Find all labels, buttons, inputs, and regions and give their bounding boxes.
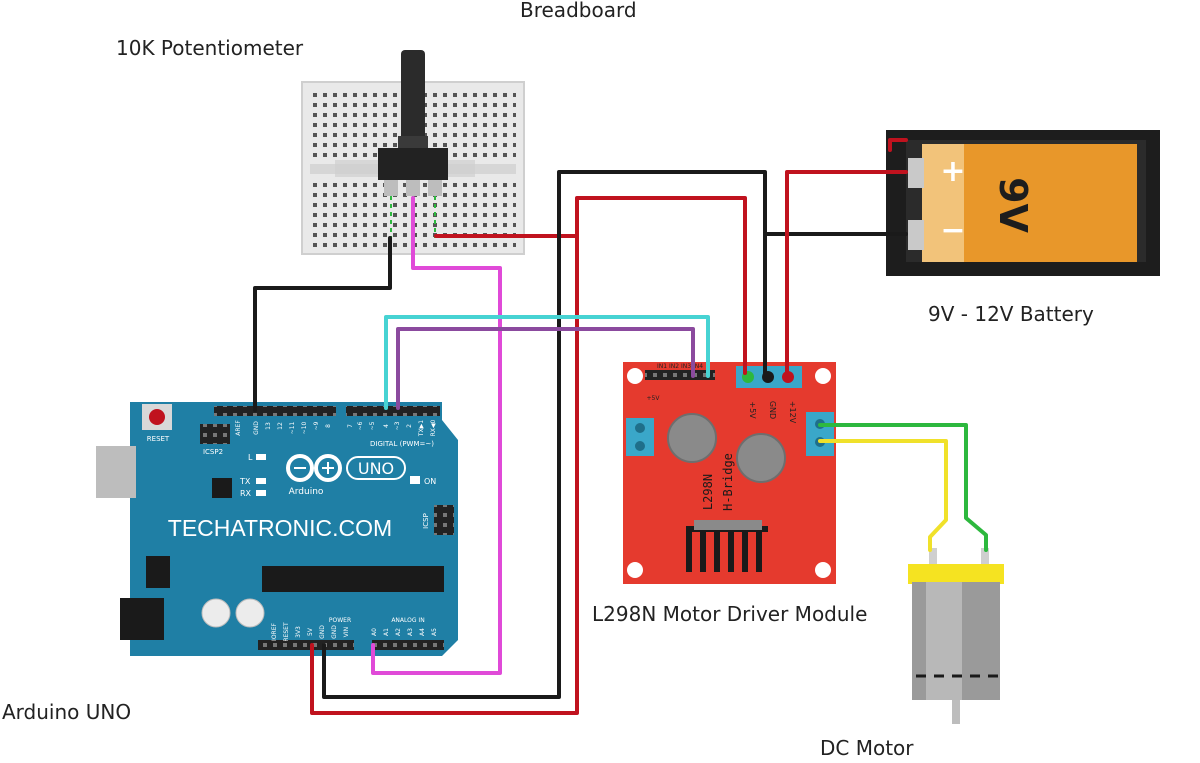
dc-motor bbox=[908, 548, 1004, 724]
gnd2-label: GND bbox=[331, 625, 338, 639]
wire-pot-wiper-a0 bbox=[371, 196, 502, 675]
wire-d3-en bbox=[396, 327, 695, 410]
driver-5v-label: +5V bbox=[748, 401, 757, 419]
arduino-board: RESET ICSP2 AREF GND 13 12 ~11 ~10 ~9 8 … bbox=[96, 402, 458, 656]
icsp2-label: ICSP2 bbox=[203, 448, 223, 456]
a5-label: A5 bbox=[431, 628, 438, 636]
d9-label: ~9 bbox=[313, 421, 320, 430]
digital-label: DIGITAL (PWM=~) bbox=[370, 440, 434, 448]
led-on-label: ON bbox=[424, 477, 436, 486]
a4-label: A4 bbox=[419, 628, 426, 636]
a3-label: A3 bbox=[407, 628, 414, 636]
d6-label: ~6 bbox=[357, 421, 364, 430]
d4-label: 4 bbox=[383, 424, 390, 428]
driver-hbridge-label: H-Bridge bbox=[721, 453, 735, 511]
arduino-logo-text: Arduino bbox=[289, 487, 324, 497]
driver-chip-label: L298N bbox=[701, 474, 715, 510]
led-l-label: L bbox=[248, 453, 253, 462]
wire-gnd-driver bbox=[322, 170, 767, 699]
breadboard-label: Breadboard bbox=[520, 0, 637, 22]
wire-d4-in bbox=[384, 315, 710, 410]
vin-label: VIN bbox=[343, 627, 350, 637]
driver-label: L298N Motor Driver Module bbox=[592, 602, 868, 626]
battery: + − 9V bbox=[886, 130, 1160, 276]
potentiometer-label: 10K Potentiometer bbox=[116, 36, 304, 60]
potentiometer bbox=[335, 50, 475, 238]
led-tx-label: TX bbox=[239, 477, 251, 486]
d8-label: 8 bbox=[325, 424, 332, 428]
motor-label: DC Motor bbox=[820, 736, 914, 760]
board-brand-text: TECHATRONIC.COM bbox=[168, 515, 392, 541]
wire-motor-green bbox=[818, 423, 988, 552]
arduino-label: Arduino UNO bbox=[2, 700, 132, 724]
d13-label: 13 bbox=[265, 422, 272, 430]
tx1-label: TX▶1 bbox=[418, 420, 425, 437]
a2-label: A2 bbox=[395, 628, 402, 636]
d11-label: ~11 bbox=[289, 421, 296, 434]
gnd1-label: GND bbox=[319, 625, 326, 639]
analog-in-label: ANALOG IN bbox=[391, 617, 424, 624]
aref-label: AREF bbox=[235, 420, 242, 436]
battery-voltage-mark: 9V bbox=[991, 177, 1035, 233]
rx0-label: RX◀0 bbox=[430, 419, 437, 436]
driver-12v-label: +12V bbox=[788, 401, 797, 424]
d10-label: ~10 bbox=[301, 421, 308, 434]
a1-label: A1 bbox=[383, 628, 390, 636]
ioref-label: IOREF bbox=[271, 623, 278, 641]
a0-label: A0 bbox=[371, 628, 378, 636]
gnd-top-label: GND bbox=[253, 421, 260, 435]
arduino-logo-icon bbox=[286, 454, 342, 482]
battery-label: 9V - 12V Battery bbox=[928, 302, 1094, 326]
motor-driver-board: IN1 IN2 IN3 IN4 +5V +5V GND +12V L298N H… bbox=[623, 362, 836, 584]
d2-label: 2 bbox=[406, 424, 413, 428]
driver-gnd-label: GND bbox=[768, 401, 777, 419]
d7-label: 7 bbox=[347, 424, 354, 428]
icsp-label: ICSP bbox=[422, 513, 430, 529]
wire-battery-positive bbox=[785, 170, 908, 375]
wire-battery-clip bbox=[888, 138, 908, 152]
d5-label: ~5 bbox=[369, 421, 376, 430]
led-rx-label: RX bbox=[240, 489, 252, 498]
wire-5v-driver bbox=[310, 196, 747, 715]
driver-5v-small-label: +5V bbox=[647, 395, 661, 402]
power-label: POWER bbox=[329, 617, 351, 624]
d12-label: 12 bbox=[277, 422, 284, 430]
battery-minus-sign: − bbox=[940, 213, 965, 248]
reset-button-icon bbox=[149, 409, 165, 425]
reset-pin-label: RESET bbox=[283, 622, 290, 642]
battery-plus-sign: + bbox=[940, 154, 965, 189]
d3-label: ~3 bbox=[394, 421, 401, 430]
driver-input-pins-label: IN1 IN2 IN3 IN4 bbox=[657, 363, 703, 370]
v33-label: 3V3 bbox=[295, 626, 302, 638]
wire-motor-yellow bbox=[818, 439, 948, 552]
uno-logo-text: UNO bbox=[358, 459, 394, 478]
wire-pot-gnd bbox=[253, 236, 392, 412]
reset-label: RESET bbox=[147, 435, 170, 443]
v5-label: 5V bbox=[307, 627, 314, 636]
